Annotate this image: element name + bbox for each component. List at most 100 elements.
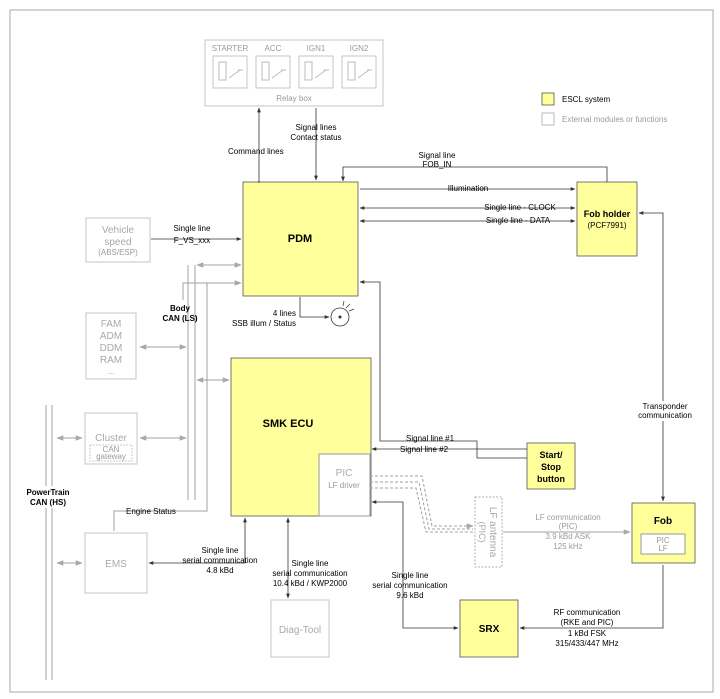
- signal-lines-label1: Signal lines: [296, 123, 337, 132]
- vehicle-speed-line3: (ABS/ESP): [98, 248, 138, 257]
- cluster-title: Cluster: [95, 433, 127, 444]
- ems-title: EMS: [105, 559, 127, 570]
- rf-comm-label2: (RKE and PIC): [561, 618, 614, 627]
- start-stop-button-block: Start/ Stop button: [526, 442, 576, 490]
- fob-pic-label: PIC: [656, 536, 670, 545]
- body-modules-block: FAM ADM DDM RAM ...: [85, 312, 137, 380]
- diag-tool-title: Diag-Tool: [279, 625, 321, 636]
- command-lines-label: Command lines: [228, 147, 284, 156]
- smk-ecu-block: SMK ECU PIC LF driver: [230, 357, 372, 517]
- fob-holder-title: Fob holder: [584, 209, 631, 219]
- module-ram: RAM: [100, 355, 122, 366]
- cluster-can: CAN: [103, 445, 120, 454]
- vehicle-speed-line2: speed: [104, 237, 131, 248]
- module-fam: FAM: [101, 319, 122, 330]
- vs-line-label2: F_VS_xxx: [174, 236, 210, 245]
- relay-acc-label: ACC: [265, 44, 282, 53]
- lf-comm-label3: 3.9 kBd ASK: [546, 532, 592, 541]
- engine-status-label: Engine Status: [126, 507, 176, 516]
- legend-external-label: External modules or functions: [562, 115, 667, 124]
- ems-comm-label1: Single line: [202, 546, 239, 555]
- fob-in-arrow: [341, 166, 608, 182]
- rf-comm-label3: 1 kBd FSK: [568, 629, 607, 638]
- four-lines-label1: 4 lines: [273, 309, 296, 318]
- vs-line-label1: Single line: [174, 224, 211, 233]
- lf-comm-label1: LF communication: [535, 513, 600, 522]
- signal-lines-label2: Contact status: [290, 133, 341, 142]
- cluster-gateway: gateway: [96, 452, 126, 461]
- relay-ign2-label: IGN2: [350, 44, 369, 53]
- body-can-bus: Body CAN (LS): [162, 265, 198, 500]
- pic-driver-sub: LF driver: [328, 481, 360, 490]
- signal1-arrow: [359, 280, 527, 459]
- clock-label: Single line - CLOCK: [484, 203, 556, 212]
- srx-block: SRX: [459, 599, 519, 658]
- rf-comm-label4: 315/433/447 MHz: [555, 639, 618, 648]
- transponder-label2: communication: [638, 411, 692, 420]
- lf-comm-label4: 125 kHz: [553, 542, 582, 551]
- relay-ign1-label: IGN1: [307, 44, 326, 53]
- signal1-label: Signal line #1: [406, 434, 455, 443]
- relay-box-title: Relay box: [276, 94, 312, 103]
- body-can-pdm-link: [182, 280, 242, 300]
- fob-block: Fob PIC LF: [631, 502, 696, 564]
- body-can-label2: CAN (LS): [162, 314, 197, 323]
- module-more: ...: [108, 367, 115, 376]
- can-connections: [56, 262, 242, 566]
- diag-comm-label2: serial communication: [272, 569, 347, 578]
- rf-comm-label1: RF communication: [554, 608, 621, 617]
- module-adm: ADM: [100, 331, 122, 342]
- fob-holder-block: Fob holder (PCF7991): [576, 181, 638, 257]
- diag-tool-block: Diag-Tool: [270, 599, 330, 658]
- engine-status-link: [113, 283, 208, 531]
- relay-ign2: IGN2: [341, 44, 377, 89]
- ems-smk-arrow: [148, 517, 247, 565]
- start-stop-line3: button: [537, 474, 565, 484]
- fob-holder-sub: (PCF7991): [587, 221, 626, 230]
- lf-antenna-line1: LF antenna: [487, 507, 498, 558]
- signal2-label: Signal line #2: [400, 445, 449, 454]
- diagram-frame: [9, 9, 714, 693]
- vehicle-speed-block: Vehicle speed (ABS/ESP): [85, 217, 151, 263]
- four-lines-arrow: [299, 297, 330, 319]
- illumination-label: Illumination: [448, 184, 488, 193]
- vehicle-speed-line1: Vehicle: [102, 225, 135, 236]
- transponder-arrow: [638, 211, 665, 502]
- srx-smk-arrow: [371, 500, 459, 630]
- lf-antenna-block: LF antenna (PIC): [474, 496, 503, 568]
- ssb-lamp-icon: [330, 300, 355, 327]
- ems-comm-label3: 4.8 kBd: [206, 566, 233, 575]
- start-stop-line1: Start/: [539, 450, 563, 460]
- relay-starter: STARTER: [212, 44, 249, 89]
- body-can-label1: Body: [170, 304, 191, 313]
- ems-block: EMS: [84, 532, 148, 594]
- powertrain-can-label2: CAN (HS): [30, 498, 66, 507]
- pdm-title: PDM: [288, 233, 312, 245]
- rf-comm-arrow: [519, 565, 664, 630]
- diag-comm-label1: Single line: [292, 559, 329, 568]
- legend-external-swatch: [541, 112, 555, 126]
- ems-comm-label2: serial communication: [182, 556, 257, 565]
- powertrain-can-bus: PowerTrain CAN (HS): [18, 405, 78, 680]
- four-lines-label2: SSB illum / Status: [232, 319, 296, 328]
- fob-lf-label: LF: [658, 544, 667, 553]
- lf-comm-label2: (PIC): [559, 522, 578, 531]
- diag-comm-label3: 10.4 kBd / KWP2000: [273, 579, 348, 588]
- relay-acc: ACC: [255, 44, 291, 89]
- pic-lf-driver: PIC LF driver: [318, 453, 371, 517]
- fob-in-label2: FOB_IN: [423, 160, 452, 169]
- fob-in-label1: Signal line: [419, 151, 456, 160]
- pdm-block: PDM: [242, 181, 359, 297]
- fob-title: Fob: [654, 516, 672, 527]
- lf-antenna-line2: (PIC): [477, 522, 487, 543]
- relay-box: STARTER ACC IGN1 IGN2 Relay box: [204, 39, 384, 107]
- srx-comm-label3: 9.6 kBd: [396, 591, 423, 600]
- powertrain-can-label1: PowerTrain: [26, 488, 69, 497]
- data-label: Single line - DATA: [486, 216, 551, 225]
- start-stop-line2: Stop: [541, 462, 561, 472]
- relay-ign1: IGN1: [298, 44, 334, 89]
- legend-escl-swatch: [541, 92, 555, 106]
- srx-title: SRX: [479, 624, 500, 635]
- legend: ESCL system External modules or function…: [541, 92, 667, 126]
